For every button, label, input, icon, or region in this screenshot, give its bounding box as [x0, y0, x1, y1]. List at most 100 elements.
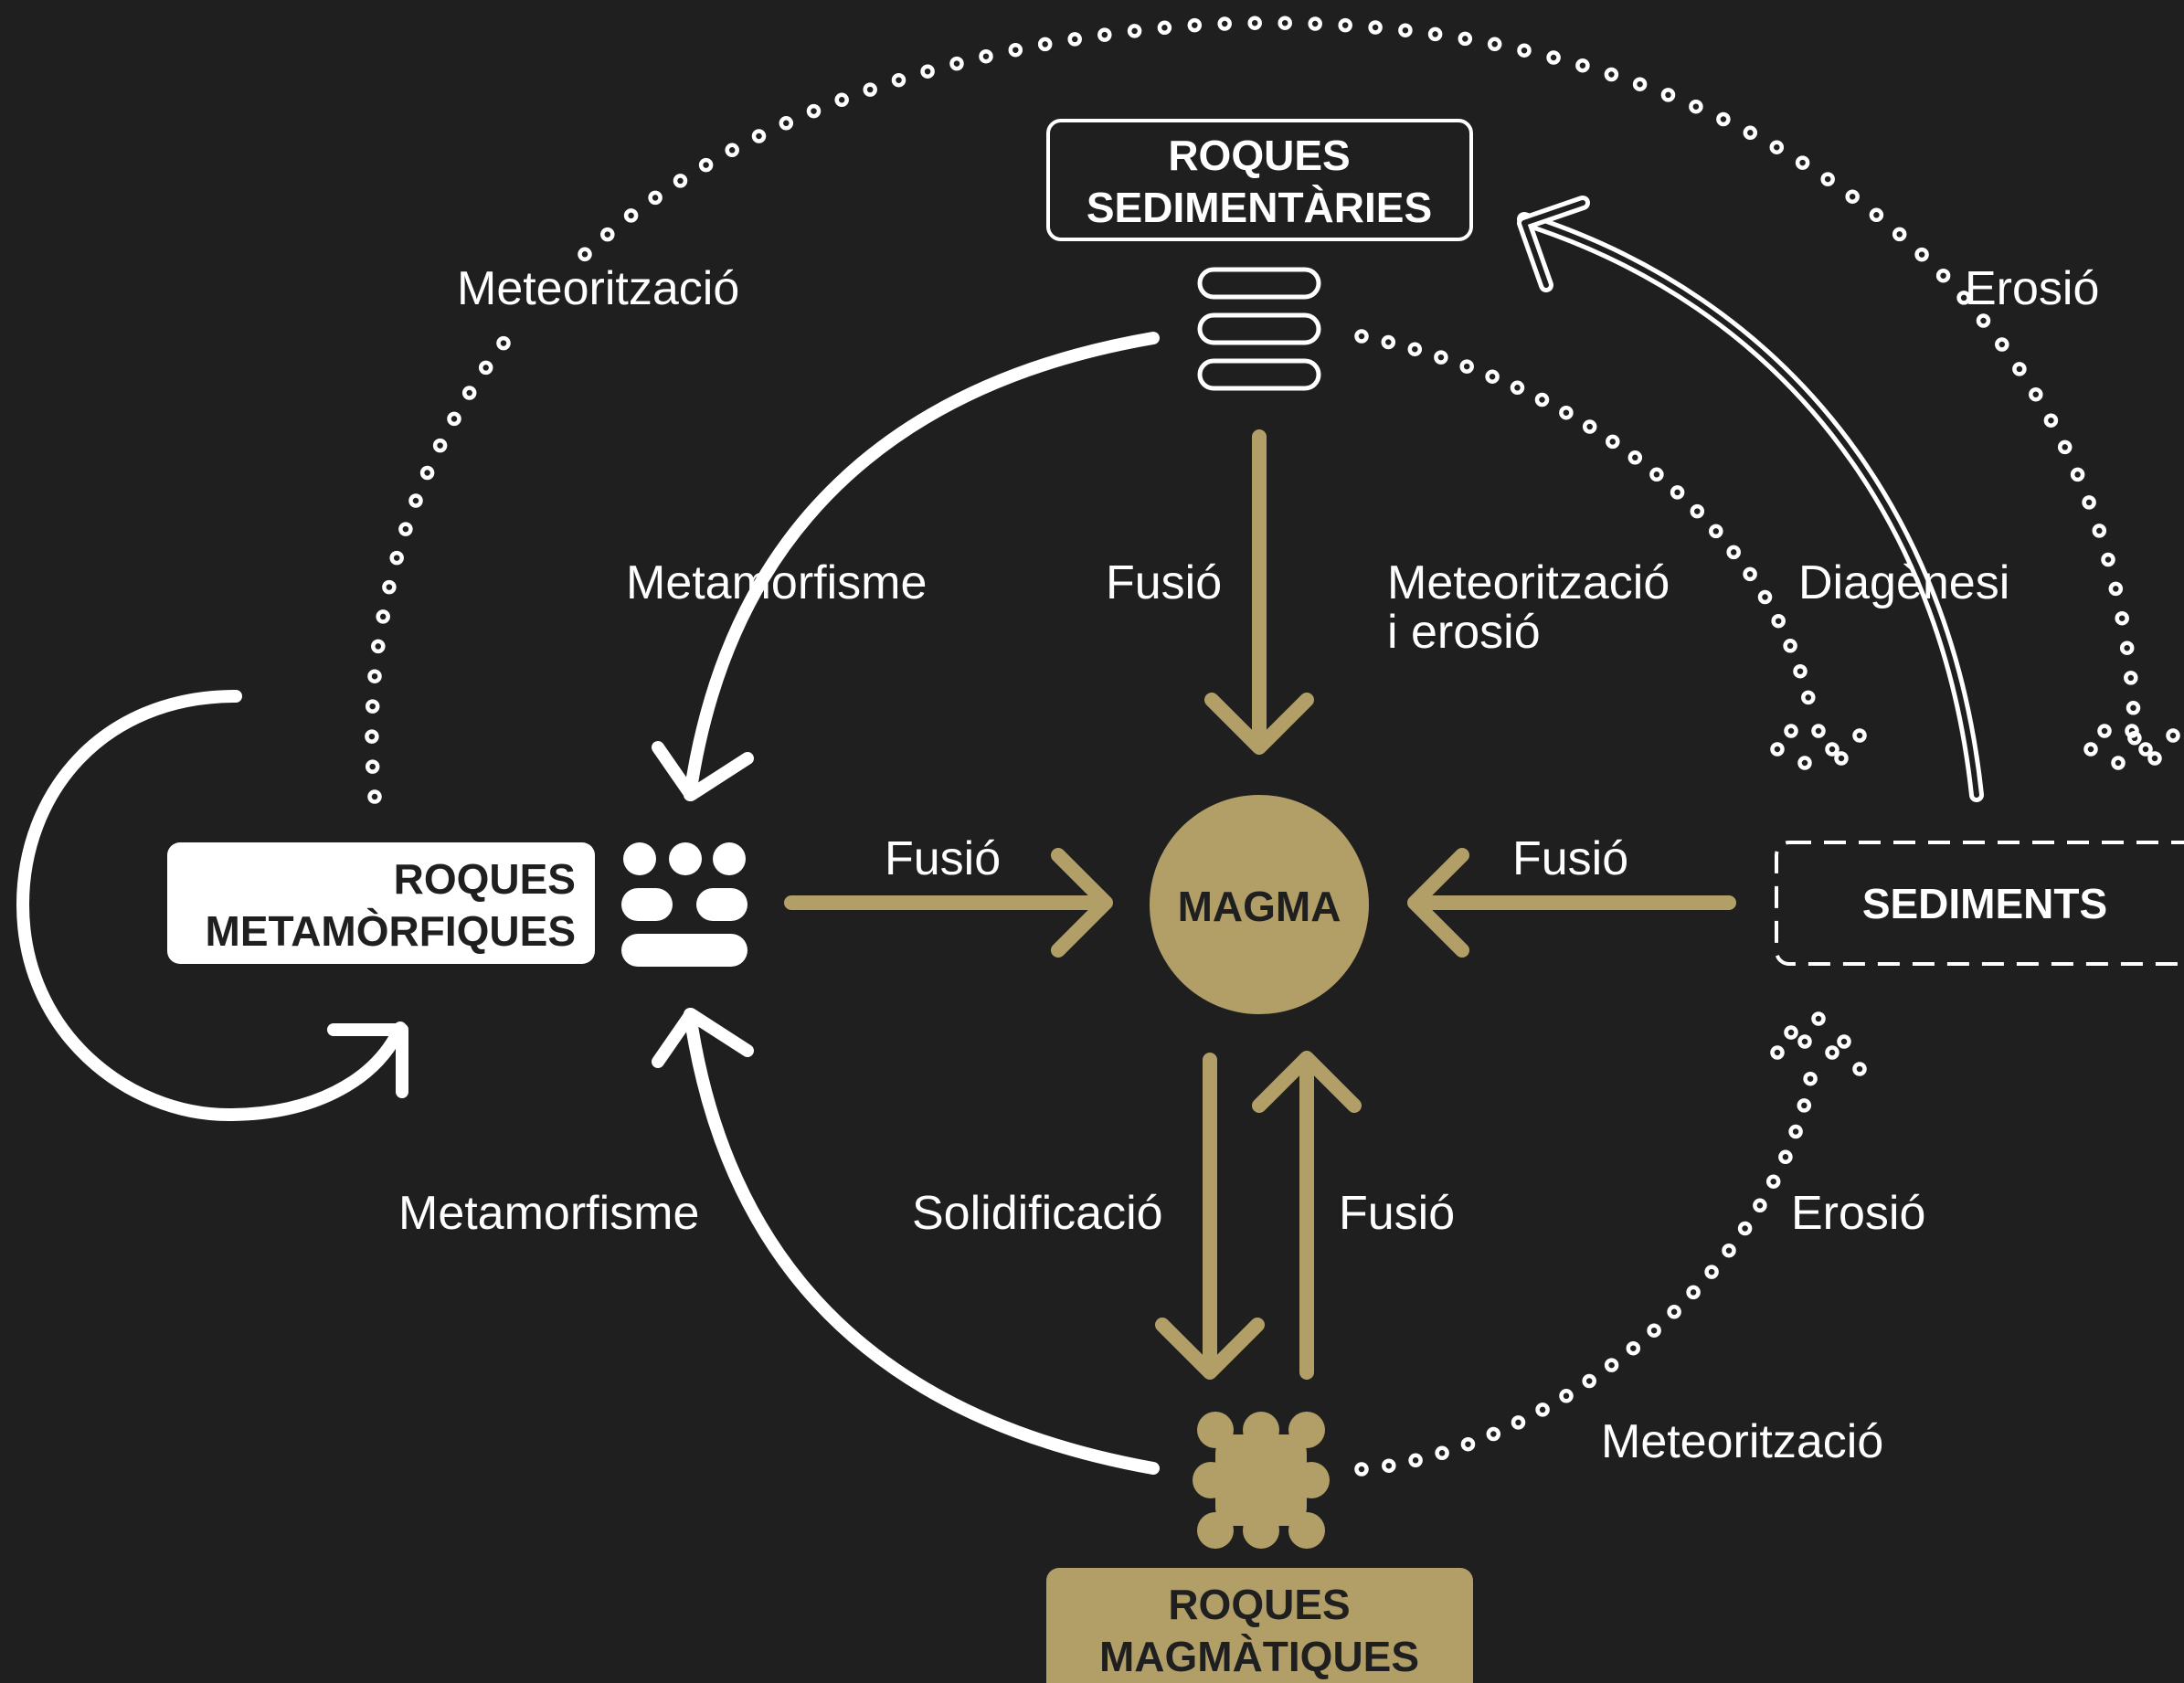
label-solidification: Solidificació [912, 1187, 1163, 1240]
dot [1398, 23, 1413, 37]
dot [376, 609, 390, 624]
dot [1486, 1426, 1501, 1442]
dot [1511, 1415, 1526, 1430]
dot [751, 129, 767, 143]
label-weathering-erosion-line2: i erosió [1387, 606, 1541, 659]
dot-cluster-arrowheads [1770, 724, 2180, 1076]
dot [1127, 24, 1142, 38]
dot [2108, 581, 2124, 597]
magmatic-node: ROQUES MAGMÀTIQUES [1046, 1412, 1473, 1683]
dot [1632, 77, 1648, 91]
arrow-head-metamorphic-lower [652, 1008, 754, 1068]
dot [1811, 1011, 1826, 1026]
dot [1435, 1445, 1449, 1461]
dot [1771, 613, 1786, 629]
arrow-head-magma-left [1051, 848, 1113, 958]
metamorphic-node: ROQUES METAMÒRFIQUES [167, 842, 747, 967]
dot [2138, 742, 2153, 757]
dot [2082, 495, 2096, 510]
dot [1976, 313, 1991, 328]
dot [1338, 17, 1352, 33]
dot [698, 157, 714, 173]
dot [1689, 99, 1703, 114]
dot [2147, 751, 2162, 766]
dot [432, 438, 448, 453]
label-fusion-from-sedimentary: Fusió [1106, 556, 1222, 609]
dot [920, 64, 935, 79]
dot [1354, 1462, 1369, 1477]
dot [1956, 291, 1971, 305]
arrow-head-metamorphic-upper [652, 741, 754, 801]
dot [1604, 67, 1619, 82]
dot [1667, 1305, 1681, 1319]
layered-strata-icon [1197, 267, 1321, 391]
dot [1517, 43, 1532, 58]
dot [2012, 362, 2027, 376]
label-diagenesis: Diagènesi [1798, 556, 2009, 609]
label-metamorphism-upper: Metamorfisme [626, 556, 927, 609]
dot [365, 729, 379, 744]
dot [1914, 247, 1929, 262]
metamorphic-title-line1: ROQUES [394, 855, 576, 903]
dot [1217, 16, 1232, 31]
metamorphic-title-line2: METAMÒRFIQUES [206, 907, 576, 955]
dot [1743, 125, 1758, 141]
dot [1427, 26, 1443, 42]
white-arrows [16, 196, 1984, 1475]
dot [365, 759, 380, 774]
dot [1157, 20, 1172, 36]
label-erosion-lower-right: Erosió [1791, 1187, 1925, 1240]
dot [1737, 1221, 1753, 1236]
dot [1852, 728, 1867, 743]
dot [1097, 27, 1112, 42]
sedimentary-box [1046, 119, 1473, 241]
label-weathering-erosion-line1: Meteorització [1387, 556, 1670, 609]
dot [1460, 1436, 1476, 1452]
dot [1067, 32, 1082, 47]
label-metamorphism-lower: Metamorfisme [398, 1187, 699, 1240]
dot [1784, 724, 1798, 738]
dot [1770, 742, 1785, 757]
dot [2125, 724, 2139, 738]
dot [1690, 503, 1705, 519]
dot [1797, 756, 1812, 770]
dot [1837, 1034, 1851, 1049]
gold-arrows [784, 429, 1736, 1380]
dot [1559, 405, 1574, 420]
label-fusion-from-sediments: Fusió [1512, 832, 1628, 885]
dot [1649, 467, 1664, 482]
magmatic-title-line2: MAGMÀTIQUES [1099, 1633, 1419, 1680]
metamorphic-box [167, 842, 595, 964]
foliated-grains-icon [621, 842, 747, 967]
dot [1278, 16, 1292, 30]
dot [1743, 566, 1757, 582]
dot [371, 639, 386, 654]
arrow-sediments-to-sedimentary [1517, 212, 1984, 802]
dot [365, 699, 380, 714]
dot [2126, 701, 2141, 715]
dot [496, 335, 511, 351]
dot [673, 174, 688, 188]
dot [834, 92, 849, 108]
dot [398, 522, 413, 536]
dot [1670, 485, 1685, 500]
dot [1753, 1198, 1767, 1213]
dot [367, 789, 382, 804]
arrow-head-magma-bottom [1252, 1051, 1362, 1113]
dot [1247, 16, 1262, 30]
dot [1582, 419, 1597, 434]
process-labels: Meteorització Erosió Metamorfisme Fusió … [398, 262, 2099, 1468]
dot [1382, 1458, 1396, 1473]
outer-dotted-arc [365, 16, 2142, 804]
dot [1582, 1373, 1596, 1389]
dot [1704, 1265, 1719, 1279]
dot [600, 227, 615, 242]
magma-label: MAGMA [1178, 883, 1341, 930]
dot [648, 190, 663, 206]
dot [2057, 439, 2073, 455]
sedimentary-node: ROQUES SEDIMENTÀRIES [1046, 119, 1473, 391]
dot [1770, 1045, 1785, 1060]
label-weathering-lower-right: Meteorització [1601, 1415, 1883, 1468]
arrow-head-self-loop [327, 1023, 408, 1098]
